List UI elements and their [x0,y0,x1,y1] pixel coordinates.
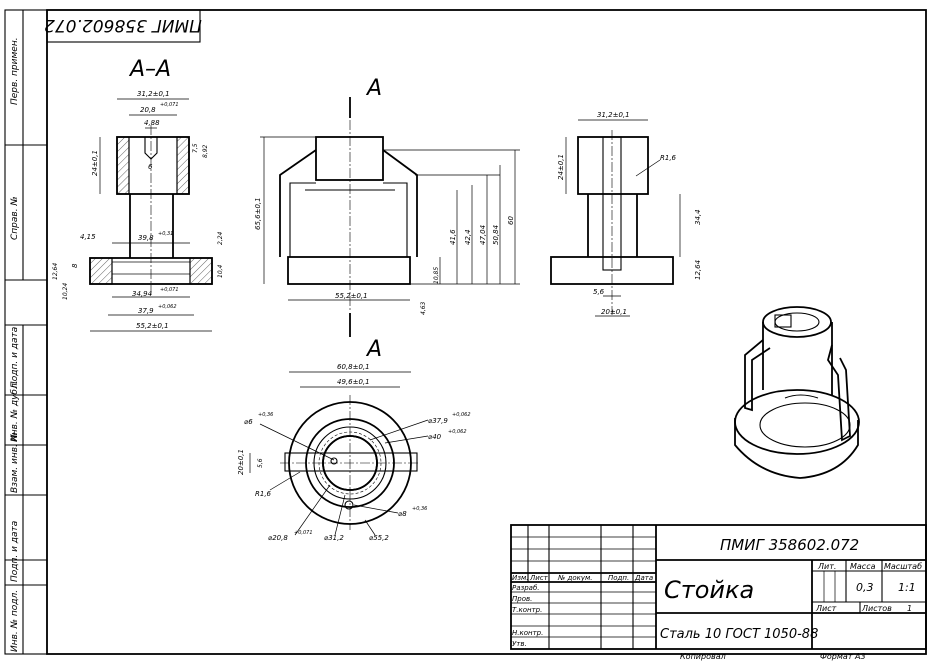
sheets-value: 1 [907,604,912,613]
top-view: 60,8±0,1 49,6±0,1 ⌀6 +0,36 ⌀37,9 +0,062 … [237,363,471,542]
dim-top-2: ⌀6 [244,418,253,426]
side-label-podp1: Подп. и дата [10,327,20,388]
role-utv: Утв. [512,640,527,648]
dim-sec-12: 12,64 [52,263,59,280]
dim-top-16: ⌀55,2 [369,534,389,542]
dim-front-7: 55,2±0,1 [335,292,368,300]
side-label-vzam: Взам. инв. № [10,432,20,493]
dim-side-0: 31,2±0,1 [597,111,630,119]
dim-top-13: ⌀20,8 [268,534,288,542]
dim-top-8: 20±0,1 [237,449,245,475]
dim-top-4: ⌀37,9 [428,417,448,425]
role-tkontr: Т.контр. [512,606,542,614]
side-view: 31,2±0,1 R1,6 24±0,1 34,4 12,64 5,6 20±0… [550,111,702,317]
dim-top-11: ⌀8 [398,510,407,518]
dim-sec-8: 4,15 [80,233,96,241]
scale-value: 1:1 [898,581,916,594]
dim-top-9: 5,6 [257,458,264,468]
dim-sec-5: 8,92 [202,144,209,158]
col-doc: № докум. [557,574,593,582]
scale-label: Масштаб [884,562,922,571]
role-razrab: Разраб. [512,584,540,592]
outer-frame-left [4,9,48,655]
dim-sec-17: +0,071 [160,287,179,293]
side-column: Перв. примен. Справ. № Подп. и дата Инв.… [5,10,47,654]
side-label-perv: Перв. примен. [10,37,20,105]
dim-top-7: +0,062 [448,429,467,435]
dim-side-1: R1,6 [660,154,677,162]
dim-side-4: 12,64 [694,260,702,280]
dim-side-6: 20±0,1 [601,308,627,316]
dim-sec-3: 4,88 [144,119,160,127]
dim-sec-9: 39,8 [138,234,154,242]
sheet-label: Лист [815,604,837,613]
dim-side-2: 24±0,1 [557,154,565,180]
cut-label-bottom: А [365,337,382,362]
mirrored-designation-box: ПМИГ 358602.072 [44,9,202,43]
lit-label: Лит. [817,562,836,571]
dim-sec-2: +0,071 [160,102,179,108]
dim-sec-15: 10,24 [62,283,69,300]
dim-front-8: 4,63 [420,301,427,315]
dim-top-15: ⌀31,2 [324,534,344,542]
dim-top-5: +0,062 [452,412,471,418]
sheets-label: Листов [861,604,892,613]
format-label: Формат А3 [820,652,866,661]
role-nkontr: Н.контр. [512,629,543,637]
dim-sec-6: 24±0,1 [91,150,99,176]
dim-sec-4: 7,5 [192,143,199,153]
mass-label: Масса [850,562,876,571]
col-date: Дата [634,574,653,582]
dim-front-6: 10,85 [433,267,440,284]
col-list: Лист [529,574,549,582]
dim-sec-10: +0,31 [158,231,173,237]
copied-label: Копировал [680,652,726,661]
dim-front-0: 65,6±0,1 [254,197,262,230]
dim-top-12: +0,36 [412,506,427,512]
part-title: Стойка [664,576,754,604]
dim-top-6: ⌀40 [428,433,442,441]
main-frame [46,9,927,655]
dim-front-3: 47,04 [479,225,487,245]
dim-front-5: 60 [507,216,515,225]
dim-sec-11: 2,24 [217,231,224,245]
section-view: А–А 31,2±0,1 20,8 +0,071 4,88 7,5 [52,57,224,332]
cut-label-top: А [365,76,382,101]
dim-sec-0: 31,2±0,1 [137,90,170,98]
side-label-sprav: Справ. № [10,196,20,240]
mirrored-designation: ПМИГ 358602.072 [44,15,202,35]
col-izm: Изм. [512,574,528,582]
material: Сталь 10 ГОСТ 1050-88 [660,627,818,642]
dim-sec-7: 6 [148,163,153,171]
dim-sec-16: 34,94 [132,290,152,298]
mass-value: 0,3 [856,581,874,594]
dim-top-10: R1,6 [255,490,272,498]
dim-sec-13: 8 [71,263,79,268]
side-label-inv-podl: Инв. № подл. [10,590,20,652]
dim-sec-20: 55,2±0,1 [136,322,169,330]
title-block: ПМИГ 358602.072 Стойка Сталь 10 ГОСТ 105… [510,524,927,661]
dim-top-14: +0,071 [294,530,313,536]
dim-sec-18: 37,9 [138,307,154,315]
dim-side-5: 5,6 [593,288,605,296]
dim-front-1: 41,6 [449,229,457,245]
front-view: А А 65,6±0,1 41,6 42,4 47,04 50,84 60 10… [254,76,520,362]
dim-top-3: +0,36 [258,412,273,418]
section-label: А–А [128,57,171,82]
designation: ПМИГ 358602.072 [720,536,859,554]
side-label-podp2: Подп. и дата [10,521,20,582]
side-label-inv-dubl: Инв. № дубл. [10,380,20,442]
role-prov: Пров. [512,595,532,603]
dim-sec-19: +0,062 [158,304,177,310]
dim-front-4: 50,84 [492,225,500,245]
dim-sec-1: 20,8 [140,106,156,114]
dim-top-1: 49,6±0,1 [337,378,370,386]
dim-sec-14: 10,4 [217,264,224,278]
dim-top-0: 60,8±0,1 [337,363,370,371]
isometric-view [734,306,860,479]
dim-front-2: 42,4 [464,229,472,245]
col-podp: Подп. [608,574,629,582]
dim-side-3: 34,4 [694,209,702,225]
